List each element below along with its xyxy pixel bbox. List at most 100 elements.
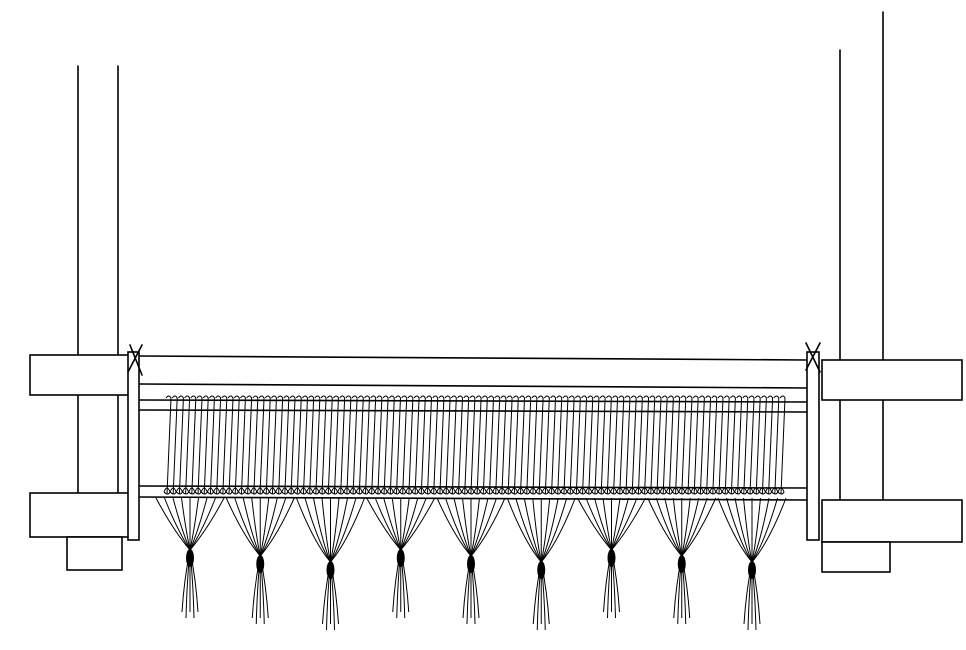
warp-loop [237,487,245,495]
warp-loop [275,487,283,495]
warp-thread [444,395,451,495]
warp-thread [382,395,389,495]
warp-loop [628,487,636,495]
warp-thread [562,395,569,495]
tassel [577,497,646,619]
warp-loop [299,487,307,495]
warp-thread [717,395,724,495]
warp-loop [510,487,518,495]
warp-thread [692,395,699,495]
warp-thread [295,395,302,495]
warp-thread [736,395,743,495]
warp-thread [481,395,488,495]
warp-thread [246,395,253,495]
warp-loop [330,487,338,495]
warp-loop [399,487,407,495]
warp-thread [723,395,730,495]
warp-loop [318,487,326,495]
warp-loop [523,487,531,495]
left-lower-crossbar [29,492,136,538]
warp-thread [320,395,327,495]
warp-loop [560,487,568,495]
warp-thread [469,395,476,495]
warp-thread [556,395,563,495]
warp-thread [258,395,265,495]
warp-thread [227,395,234,495]
warp-thread [289,395,296,495]
warp-loop [343,487,351,495]
warp-loop [734,487,742,495]
warp-loop [393,487,401,495]
warp-loop [616,487,624,495]
warp-loop [244,487,252,495]
left-foot-block [66,536,123,571]
warp-thread [184,395,191,495]
warp-loop [163,487,171,495]
warp-thread [760,395,767,495]
warp-loop [504,487,512,495]
warp-loop [566,487,574,495]
warp-loop [287,487,295,495]
warp-thread [680,395,687,495]
warp-loop [771,487,779,495]
warp-loop [672,487,680,495]
warp-thread [599,395,606,495]
warp-thread [165,395,172,495]
warp-loop [758,487,766,495]
warp-loop [405,487,413,495]
warp-threads [163,395,786,495]
tassel [225,497,295,625]
warp-thread [252,395,259,495]
warp-loop [752,487,760,495]
warp-loop [610,487,618,495]
warp-thread [742,395,749,495]
warp-thread [438,395,445,495]
warp-loop [659,487,667,495]
warp-loop [262,487,270,495]
tassel-knot [256,555,265,573]
left-post [77,65,119,494]
warp-thread [537,395,544,495]
warp-loop [380,487,388,495]
warp-thread [568,395,575,495]
warp-thread [240,395,246,495]
warp-thread [388,395,395,495]
right-post [839,11,884,501]
warp-loop [603,487,611,495]
warp-thread [605,395,612,495]
warp-thread [283,395,290,495]
warp-thread [407,395,414,495]
tassel [296,497,365,631]
right-foot-block [821,541,891,573]
left-upper-crossbar [29,354,136,396]
right-lower-crossbar [821,499,963,543]
warp-thread [649,395,656,495]
warp-loop [548,487,556,495]
warp-loop [175,487,183,495]
tassels [155,497,787,631]
warp-thread [593,395,600,495]
warp-loop [535,487,543,495]
top-beam [139,355,807,389]
warp-loop [213,487,221,495]
tassel-knot [607,549,616,567]
warp-thread [612,395,619,495]
warp-loop [268,487,276,495]
warp-thread [581,395,588,495]
warp-loop [572,487,580,495]
warp-thread [531,395,538,495]
warp-loop [498,487,506,495]
warp-loop [256,487,264,495]
warp-loop [479,487,487,495]
warp-loop [194,487,202,495]
warp-loop [461,487,469,495]
warp-loop [727,487,735,495]
warp-loop [696,487,704,495]
warp-loop [529,487,537,495]
warp-loop [225,487,233,495]
warp-thread [271,395,277,495]
warp-thread [500,395,507,495]
warp-loop [430,487,438,495]
warp-loop [746,487,754,495]
